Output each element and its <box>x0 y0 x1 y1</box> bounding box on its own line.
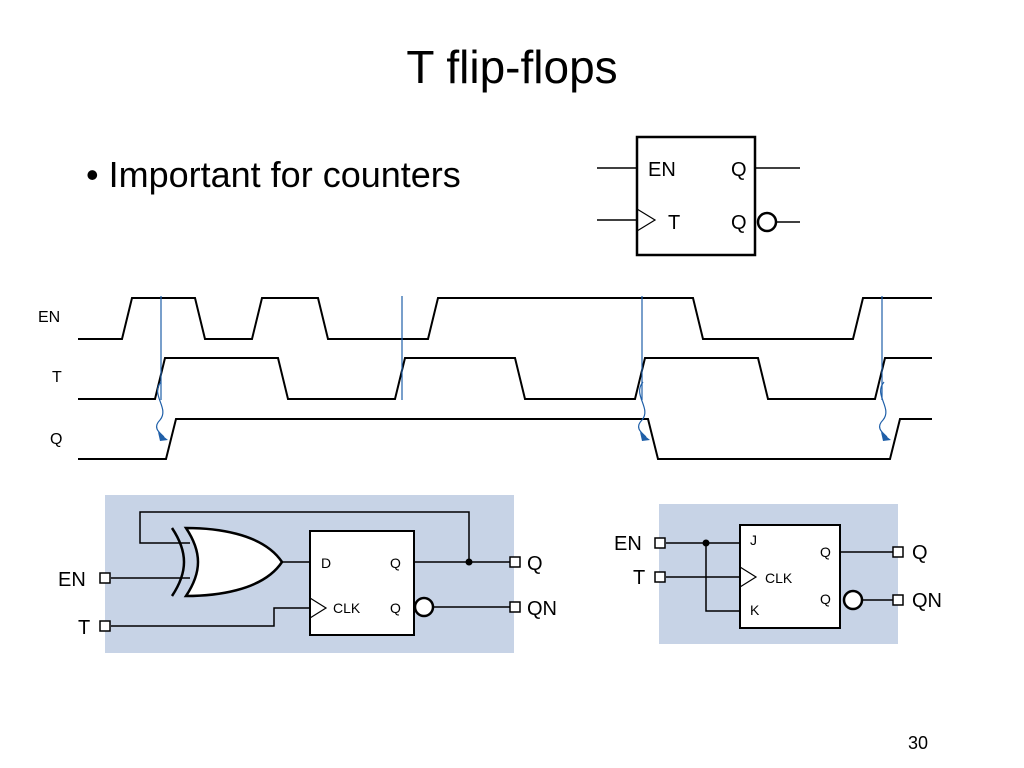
symbol-inversion-bubble <box>756 211 778 233</box>
en-input-pin <box>99 572 111 584</box>
jk-t-label: T <box>633 567 645 589</box>
jk-flipflop-clock-triangle <box>739 566 758 588</box>
t-input-pin <box>99 620 111 632</box>
causality-arrow-3 <box>879 381 888 438</box>
j-pin-label: J <box>750 532 757 548</box>
causality-arrow-2 <box>638 381 647 438</box>
timing-en-waveform <box>78 297 932 340</box>
symbol-clock-triangle <box>636 208 657 232</box>
causality-arrowhead-1 <box>158 432 168 441</box>
timing-t-label: T <box>52 369 62 386</box>
causality-arrowhead-2 <box>640 432 650 441</box>
causality-arrowhead-3 <box>881 432 891 441</box>
d-pin-label: D <box>321 555 331 571</box>
d-flipflop-clock-triangle <box>309 597 328 619</box>
xor-circuit <box>99 511 521 636</box>
jk-circuit <box>654 524 904 629</box>
timing-q-waveform <box>78 418 932 460</box>
xor-qn-output-label: QN <box>527 598 557 620</box>
jk-qn-inversion-bubble <box>842 589 864 611</box>
symbol-en-label: EN <box>648 159 676 181</box>
xor-gate-input-curve <box>170 527 186 597</box>
jk-qn-output-pin <box>892 594 904 606</box>
jk-q-output-label: Q <box>912 542 928 564</box>
xor-gate-body <box>183 526 284 598</box>
page-number: 30 <box>908 733 929 753</box>
jk-k-wire <box>705 543 740 612</box>
jk-q-output-pin <box>892 546 904 558</box>
jk-q-pin-label: Q <box>820 544 831 560</box>
causality-arrow-1 <box>156 381 165 438</box>
xor-en-label: EN <box>58 569 86 591</box>
xor-q-output-label: Q <box>527 553 543 575</box>
symbol-box <box>635 135 757 257</box>
q-output-pin <box>509 556 521 568</box>
qn-inversion-bubble <box>413 596 435 618</box>
xor-t-label: T <box>78 617 90 639</box>
jk-en-input-pin <box>654 537 666 549</box>
timing-t-waveform <box>78 357 932 400</box>
symbol-t-label: T <box>668 212 680 234</box>
d-flipflop-q-label: Q <box>390 555 401 571</box>
d-flipflop-box <box>309 530 415 636</box>
k-pin-label: K <box>750 602 760 618</box>
bullet-text: • Important for counters <box>86 154 461 195</box>
jk-en-label: EN <box>614 533 642 555</box>
t-input-wire <box>111 607 310 627</box>
symbol-q-label: Q <box>731 159 747 181</box>
jk-clk-pin-label: CLK <box>765 570 793 586</box>
symbol-qn-label: Q <box>731 212 747 234</box>
timing-en-label: EN <box>38 309 60 326</box>
clk-pin-label: CLK <box>333 600 361 616</box>
jk-t-input-pin <box>654 571 666 583</box>
jk-qn-output-label: QN <box>912 590 942 612</box>
feedback-junction-dot <box>465 558 473 566</box>
slide-title: T flip-flops <box>406 41 618 93</box>
jk-qn-pin-label: Q <box>820 591 831 607</box>
jk-junction-dot <box>702 539 710 547</box>
d-flipflop-qn-label: Q <box>390 600 401 616</box>
feedback-wire <box>139 511 470 562</box>
t-flipflop-symbol <box>597 135 800 257</box>
qn-output-pin <box>509 601 521 613</box>
timing-q-label: Q <box>50 431 62 448</box>
